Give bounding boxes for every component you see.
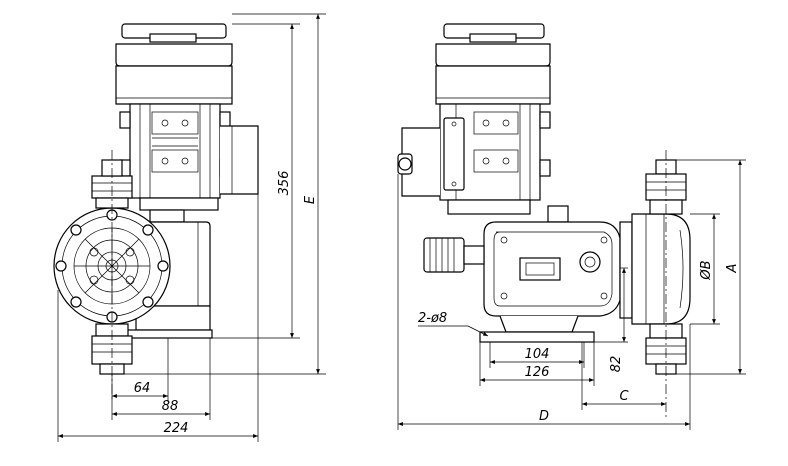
dim-holes-label: 2-ø8: [418, 311, 447, 326]
dim-224-label: 224: [164, 421, 189, 436]
dim-104: 104: [489, 342, 585, 368]
motor-body-side: [397, 65, 551, 215]
dim-A: A: [676, 159, 746, 375]
dim-C-label: C: [619, 389, 629, 404]
motor-cap: [115, 23, 233, 67]
pump-head-side: [619, 213, 691, 325]
dim-holes: 2-ø8: [418, 311, 489, 337]
dim-356-label: 356: [277, 171, 292, 196]
dim-82-label: 82: [609, 356, 624, 373]
motor-body: [115, 65, 259, 211]
dim-88-label: 88: [162, 399, 179, 414]
dim-B: ØB: [690, 213, 720, 325]
dim-B-label: ØB: [699, 260, 714, 280]
dim-104-label: 104: [525, 347, 550, 362]
dim-D: D: [397, 174, 691, 430]
dim-356: 356: [212, 23, 300, 339]
dim-E-label: E: [303, 195, 318, 204]
dim-126: 126: [479, 342, 595, 386]
side-view: 2-ø8 104 126 82 C: [397, 23, 746, 430]
dim-E: E: [124, 13, 326, 375]
dim-A-label: A: [725, 264, 740, 274]
dim-C: C: [581, 342, 666, 410]
dim-224: 224: [57, 194, 259, 442]
dim-82: 82: [594, 267, 628, 373]
dim-64: 64: [111, 338, 169, 402]
gearbox-side: [423, 205, 621, 343]
dim-D-label: D: [539, 409, 549, 424]
front-view: 356 E 64 88 224: [53, 13, 326, 442]
motor-cap-side: [435, 23, 551, 67]
dim-64-label: 64: [134, 381, 151, 396]
dim-88: 88: [111, 338, 211, 420]
dim-126-label: 126: [525, 365, 550, 380]
